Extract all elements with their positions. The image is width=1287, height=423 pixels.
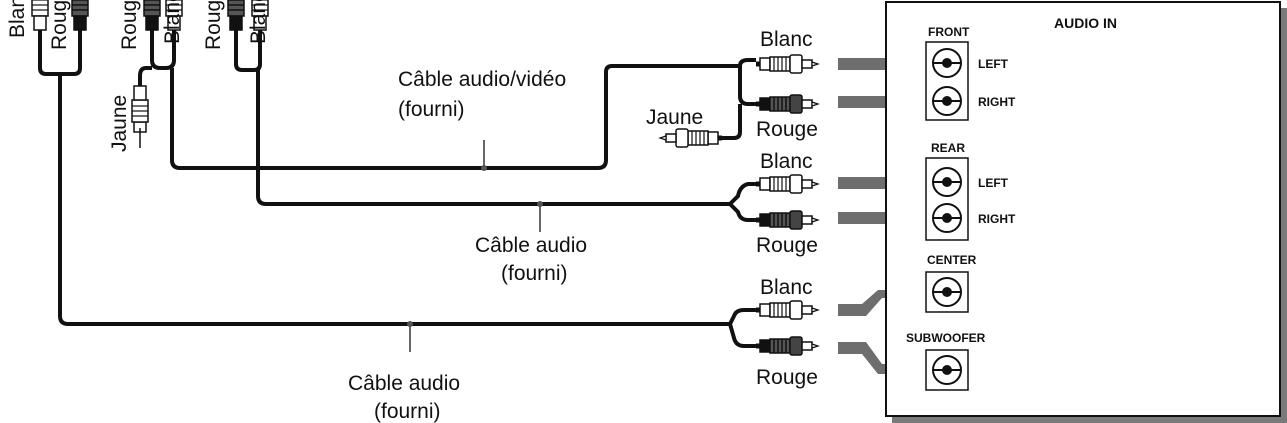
plug-subwoofer-red: [756, 337, 818, 355]
cable-rear: [234, 30, 730, 206]
top-label-white-1: Blanc: [6, 0, 29, 38]
plug-rear-white: [756, 175, 818, 193]
jack-front-left[interactable]: [932, 48, 962, 78]
label-subwoofer-red: Rouge: [756, 366, 818, 389]
av-cable-label-line1: Câble audio/vidéo: [398, 68, 566, 91]
cable-av: [150, 30, 740, 170]
front-section-label: FRONT: [928, 25, 970, 39]
av-cable-label-line2: (fourni): [398, 98, 465, 121]
center-section-label: CENTER: [927, 253, 977, 267]
audio-cable-1-line1: Câble audio: [475, 234, 587, 257]
top-label-red-2: Rouge: [118, 0, 141, 50]
jack-subwoofer[interactable]: [932, 355, 962, 385]
panel-title: AUDIO IN: [1054, 15, 1117, 31]
subwoofer-section-label: SUBWOOFER: [906, 331, 986, 345]
plug-center-white: [756, 301, 818, 319]
rear-plugs: [756, 175, 818, 229]
top-plug-labels: Blanc Rouge Rouge Blanc Rouge Blanc Jaun…: [6, 0, 270, 152]
top-label-red-3: Rouge: [202, 0, 225, 50]
audio-cable-1-line2: (fourni): [501, 262, 568, 285]
plug-yellow-vertical: [131, 85, 149, 133]
cables: [38, 30, 756, 348]
front-left-label: LEFT: [978, 57, 1009, 71]
yellow-plug-label: Jaune: [108, 95, 131, 152]
front-right-label: RIGHT: [978, 95, 1016, 109]
plug-top-red-3: [227, 0, 245, 31]
audio-cable-2-line1: Câble audio: [348, 372, 460, 395]
jack-rear-right[interactable]: [932, 203, 962, 233]
rear-section-label: REAR: [931, 141, 965, 155]
label-front-white: Blanc: [760, 28, 813, 51]
plug-rear-red: [756, 211, 818, 229]
label-center-white: Blanc: [760, 276, 813, 299]
center-plugs: [756, 301, 818, 355]
rear-left-label: LEFT: [978, 176, 1009, 190]
top-label-white-3: Blanc: [247, 0, 270, 44]
top-plugs: [31, 0, 269, 148]
rear-right-label: RIGHT: [978, 212, 1016, 226]
plug-top-red-1: [71, 0, 89, 31]
cable-center-subwoofer: [38, 30, 730, 326]
label-front-yellow: Jaune: [646, 106, 703, 129]
jack-front-right[interactable]: [932, 86, 962, 116]
label-rear-white: Blanc: [760, 150, 813, 173]
cable-yellow-branch: [138, 66, 152, 86]
plug-front-white: [756, 55, 818, 73]
jack-rear-left[interactable]: [932, 167, 962, 197]
plug-front-red: [756, 95, 818, 113]
plug-top-red-2: [143, 0, 161, 31]
top-label-white-2: Blanc: [161, 0, 184, 44]
label-front-red: Rouge: [756, 118, 818, 141]
jack-center[interactable]: [932, 277, 962, 307]
top-label-red-1: Rouge: [48, 0, 71, 50]
plug-top-white-1: [31, 0, 49, 31]
audio-cable-2-line2: (fourni): [374, 400, 441, 423]
audio-in-panel: AUDIO IN FRONT LEFT RIGHT REAR LEFT RIGH…: [885, 1, 1287, 423]
label-rear-red: Rouge: [756, 234, 818, 257]
plug-front-yellow: [660, 129, 722, 147]
